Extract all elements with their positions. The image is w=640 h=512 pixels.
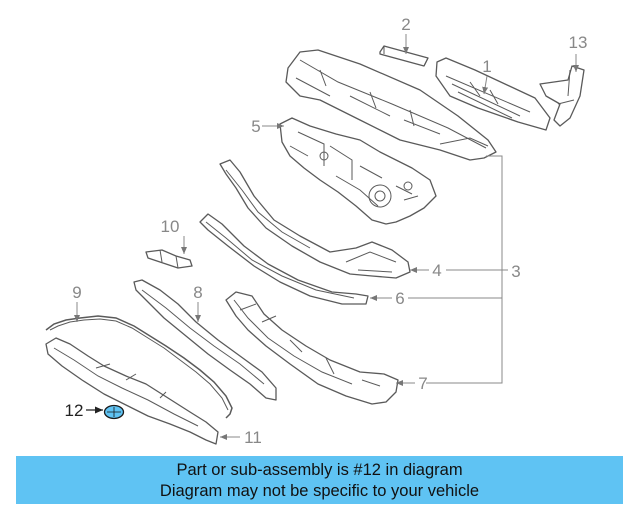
callout-6: 6 bbox=[395, 289, 404, 308]
callout-3: 3 bbox=[511, 262, 520, 281]
part-6-cowl-seal[interactable] bbox=[199, 213, 369, 305]
part-4-reinforcement[interactable] bbox=[219, 159, 411, 279]
callout-7: 7 bbox=[418, 374, 427, 393]
parts-diagram: 2 1 13 5 10 4 3 6 7 8 9 11 12 bbox=[45, 15, 588, 447]
leader-lines bbox=[74, 34, 579, 440]
callout-1: 1 bbox=[482, 57, 491, 76]
part-2-seal-strip[interactable] bbox=[379, 45, 429, 67]
callout-10: 10 bbox=[161, 217, 180, 236]
info-banner: Part or sub-assembly is #12 in diagram D… bbox=[16, 456, 623, 504]
part-1-cowl-panel[interactable] bbox=[435, 57, 551, 131]
part-9-weatherstrip[interactable] bbox=[45, 315, 233, 419]
part-13-bracket[interactable] bbox=[539, 65, 585, 127]
callout-5: 5 bbox=[251, 117, 260, 136]
banner-line-2: Diagram may not be specific to your vehi… bbox=[159, 482, 480, 500]
callout-11: 11 bbox=[244, 428, 262, 447]
part-8-cowl-cover[interactable] bbox=[133, 279, 277, 401]
callout-4: 4 bbox=[432, 261, 441, 280]
callout-13: 13 bbox=[569, 33, 588, 52]
callout-9: 9 bbox=[72, 283, 81, 302]
part-7-bracket-panel[interactable] bbox=[225, 291, 399, 405]
callout-2: 2 bbox=[401, 15, 410, 34]
part-11-lower-cowl[interactable] bbox=[45, 337, 219, 445]
part-12-clip[interactable] bbox=[103, 404, 125, 420]
callout-8: 8 bbox=[193, 283, 202, 302]
banner-line-1: Part or sub-assembly is #12 in diagram bbox=[176, 461, 463, 479]
upper-cowl-panel[interactable] bbox=[285, 49, 497, 161]
part-5-dash-panel[interactable] bbox=[279, 117, 437, 225]
callout-12: 12 bbox=[65, 401, 84, 420]
part-10-clip[interactable] bbox=[145, 249, 193, 269]
